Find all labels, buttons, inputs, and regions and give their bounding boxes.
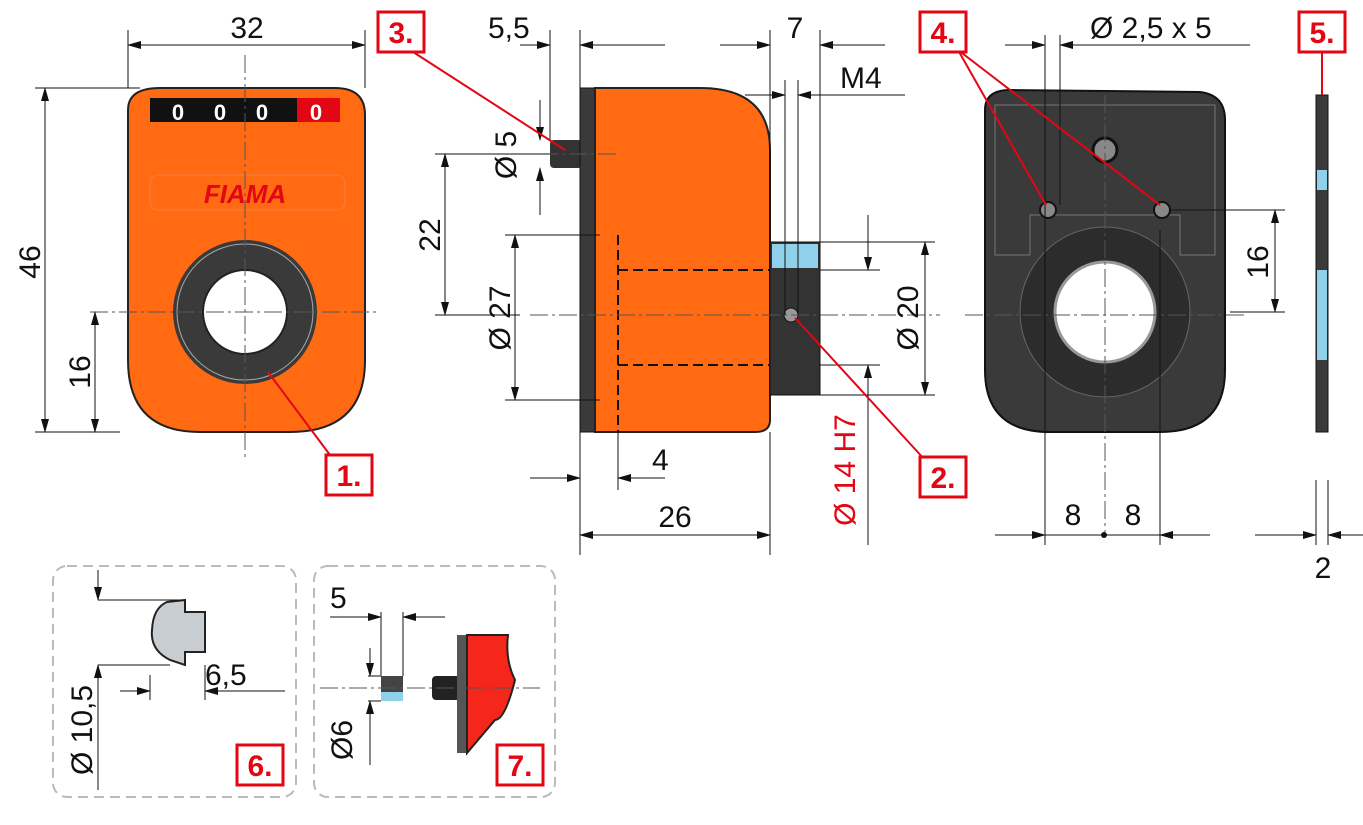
dim-thickness: 2 xyxy=(1315,552,1332,585)
dim-bore: Ø 14 H7 xyxy=(829,414,862,526)
callout-6: 6. xyxy=(247,750,272,783)
dim-pin-offset: 5,5 xyxy=(488,12,530,45)
counter-digit: 0 xyxy=(172,100,184,125)
dim-hub-width: 7 xyxy=(787,12,804,45)
callout-7: 7. xyxy=(507,750,532,783)
callout-2: 2. xyxy=(930,462,955,495)
callout-1: 1. xyxy=(336,460,361,493)
dim-pin-height: 22 xyxy=(414,218,447,251)
dim-body-dia: Ø 27 xyxy=(484,285,517,350)
dim-hole-height: 16 xyxy=(1242,245,1275,278)
dim-holes: Ø 2,5 x 5 xyxy=(1090,12,1212,45)
callout-5: 5. xyxy=(1309,17,1334,50)
edge-view: 2 5. xyxy=(1255,10,1363,585)
counter-digits: 0 0 0 0 xyxy=(172,100,322,125)
dim-axis-height: 16 xyxy=(64,355,97,388)
counter-digit: 0 xyxy=(310,100,322,125)
inset-7-dim-length: 5 xyxy=(330,582,347,615)
counter-digit: 0 xyxy=(214,100,226,125)
callout-3: 3. xyxy=(388,17,413,50)
dim-width: 32 xyxy=(230,12,263,45)
dim-pin-dia: Ø 5 xyxy=(490,131,523,179)
callout-4: 4. xyxy=(930,17,955,50)
dim-hub-dia: Ø 20 xyxy=(892,285,925,350)
counter-digit: 0 xyxy=(256,100,268,125)
front-view: 0 0 0 0 FIAMA 32 46 16 1. xyxy=(14,12,380,497)
dim-depth: 26 xyxy=(658,501,691,534)
inset-6-dim-length: 6,5 xyxy=(205,659,247,692)
dim-thread: M4 xyxy=(840,62,882,95)
dim-height: 46 xyxy=(14,245,47,278)
inset-6-dim-dia: Ø 10,5 xyxy=(66,685,99,775)
side-view: 5,5 Ø 5 22 Ø 27 4 26 7 M4 Ø 20 Ø 14 H7 2… xyxy=(376,10,968,555)
dim-plate: 4 xyxy=(652,444,669,477)
dim-right: 8 xyxy=(1125,499,1142,532)
dim-left: 8 xyxy=(1065,499,1082,532)
back-view: Ø 2,5 x 5 16 8 8 4. xyxy=(918,10,1285,545)
inset-6: Ø 10,5 6,5 6. xyxy=(52,565,297,798)
inset-7: 5 Ø6 7. xyxy=(313,565,556,798)
inset-7-dim-dia: Ø6 xyxy=(326,720,359,760)
